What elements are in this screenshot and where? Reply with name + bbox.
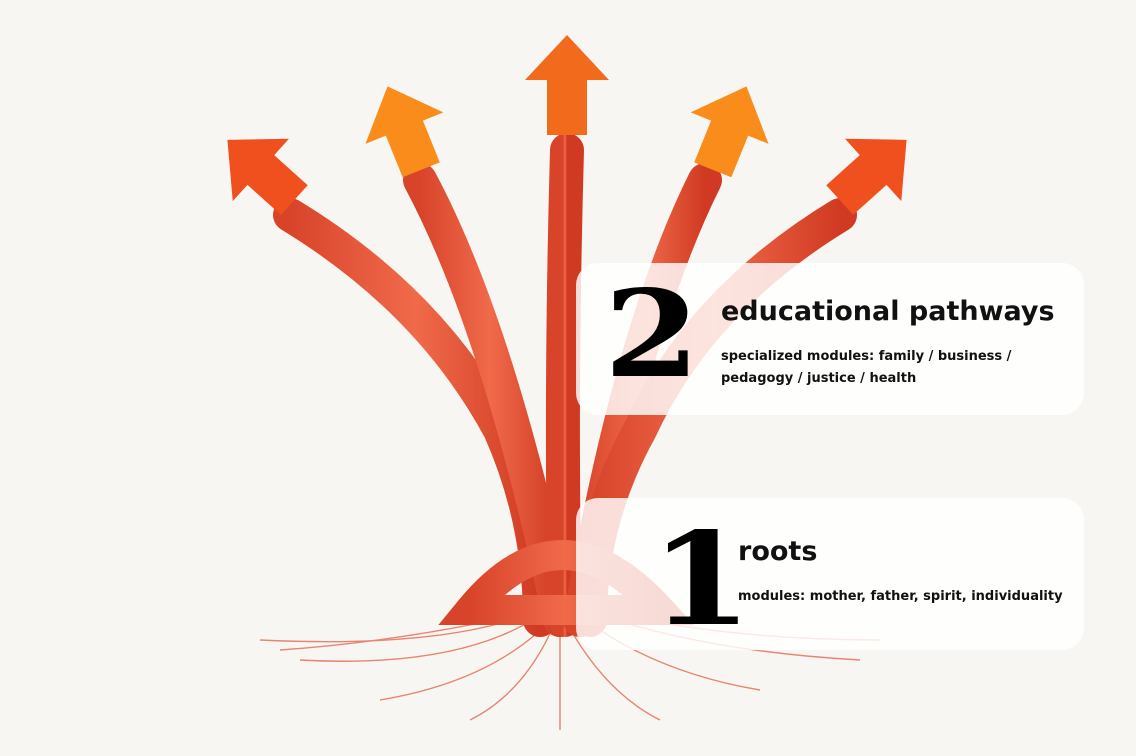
step-card-educational-pathways: 2 educational pathways specialized modul… [576, 263, 1084, 415]
arrow-head-1 [227, 138, 308, 215]
arrow-head-3 [525, 35, 609, 135]
arrow-head-5 [826, 138, 907, 215]
arrow-heads [227, 35, 907, 215]
step-card-roots: 1 roots modules: mother, father, spirit,… [576, 498, 1084, 650]
arrow-head-4 [690, 86, 769, 178]
step-number: 1 [650, 505, 753, 655]
step-title: roots [738, 536, 818, 567]
step-number: 2 [604, 264, 701, 405]
arrow-head-2 [365, 86, 444, 178]
step-title: educational pathways [721, 296, 1055, 327]
step-description: modules: mother, father, spirit, individ… [738, 589, 1063, 604]
step-description: specialized modules: family / business /… [721, 349, 1012, 386]
